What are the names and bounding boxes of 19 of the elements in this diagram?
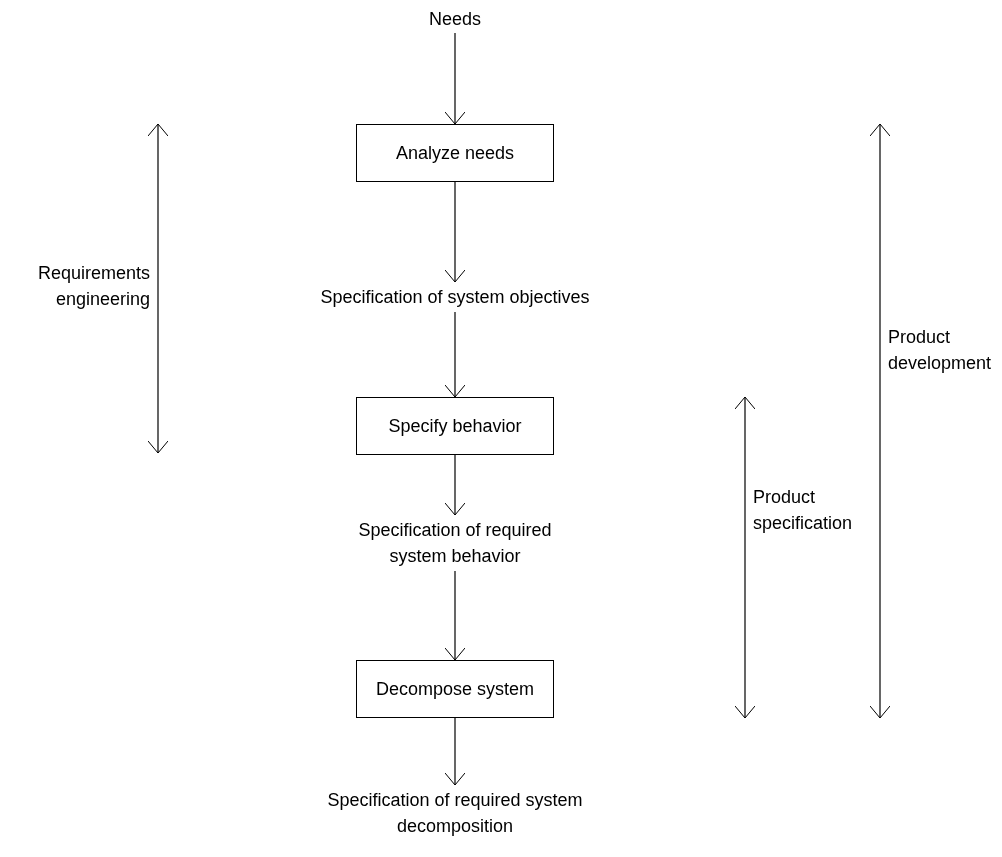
process-label: Specify behavior [388,415,522,438]
span-label: Requirements engineering [37,262,150,311]
artifact-text: Specification of system objectives [255,282,655,312]
artifact-text: Specification of required system decomposition [300,785,610,841]
process-box [356,397,554,455]
arrow [444,32,466,125]
process-box [356,124,554,182]
process-label: Analyze needs [395,142,515,165]
arrow [444,717,466,786]
span-label: Product development [888,326,992,375]
arrow [444,311,466,398]
span-label: Product specification [753,486,853,535]
artifact-text: Needs [405,5,505,33]
arrow [444,181,466,283]
arrow [444,570,466,661]
artifact-text: Specification of required system behavior [330,515,580,571]
process-label: Decompose system [375,678,535,701]
process-box [356,660,554,718]
arrow [444,454,466,516]
